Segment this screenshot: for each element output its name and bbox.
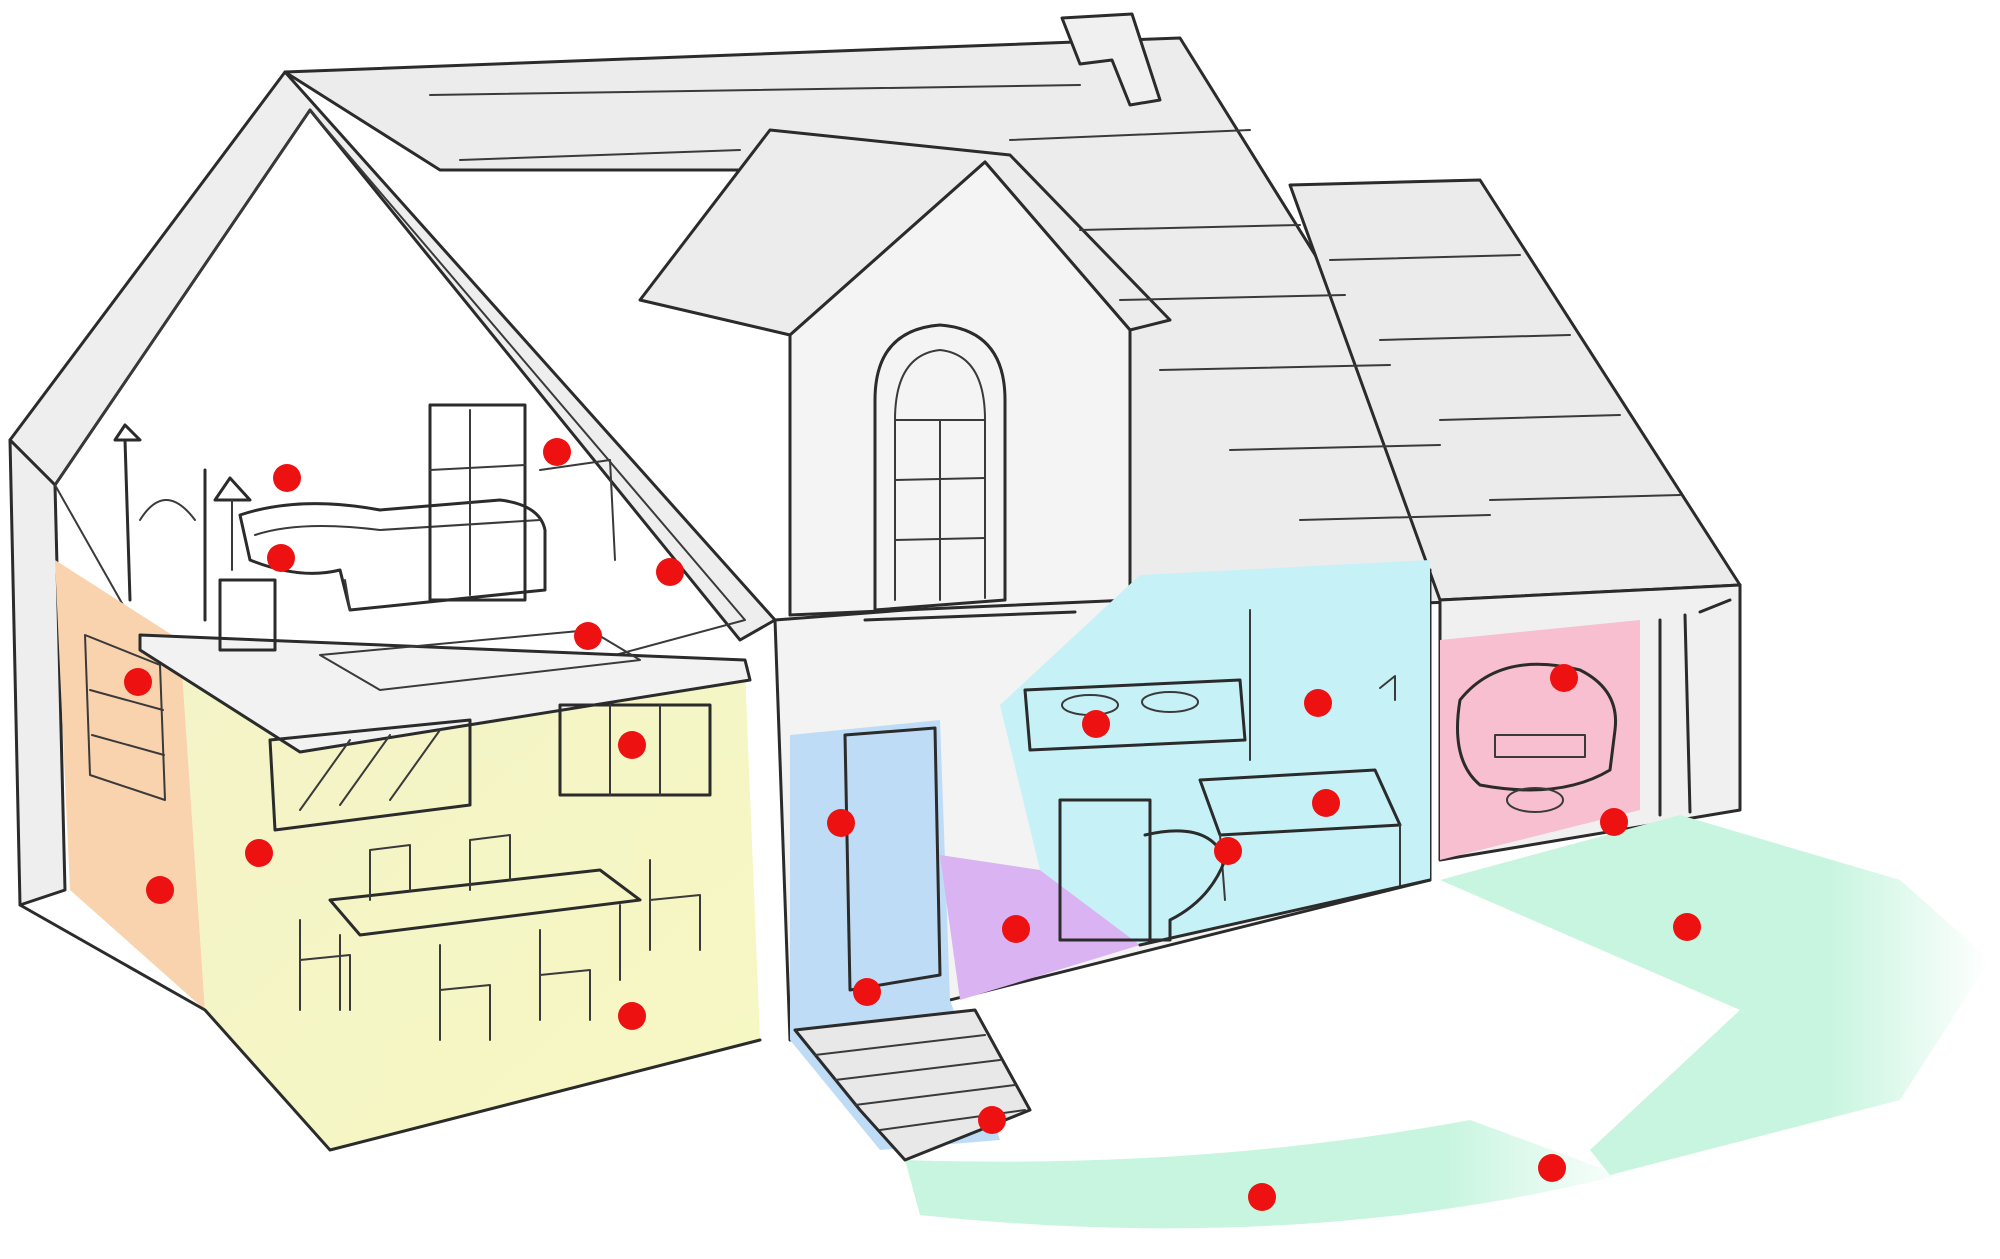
marker-dot-side-room[interactable] bbox=[124, 668, 152, 696]
chimney bbox=[1060, 12, 1162, 107]
marker-dot-dining-room[interactable] bbox=[245, 839, 273, 867]
hallway-region bbox=[940, 855, 1140, 1000]
marker-dot-attic-bedroom[interactable] bbox=[267, 544, 295, 572]
marker-dot-attic-bedroom[interactable] bbox=[543, 438, 571, 466]
marker-dot-walkway[interactable] bbox=[978, 1106, 1006, 1134]
marker-dot-entry[interactable] bbox=[853, 978, 881, 1006]
marker-dot-attic-bedroom[interactable] bbox=[656, 558, 684, 586]
dining-room-region bbox=[180, 640, 760, 1150]
left-end-wall bbox=[8, 438, 67, 907]
garage-region bbox=[1440, 620, 1640, 860]
marker-dot-attic-bedroom[interactable] bbox=[273, 464, 301, 492]
marker-dot-bathroom[interactable] bbox=[1312, 789, 1340, 817]
interior-sketch bbox=[18, 403, 1732, 1162]
marker-dot-garage[interactable] bbox=[1550, 664, 1578, 692]
marker-dot-walkway[interactable] bbox=[1538, 1154, 1566, 1182]
driveway-region bbox=[1440, 815, 1990, 1175]
marker-dot-driveway[interactable] bbox=[1673, 913, 1701, 941]
marker-dot-dining-room[interactable] bbox=[618, 731, 646, 759]
marker-dot-attic-bedroom[interactable] bbox=[574, 622, 602, 650]
dormer-window bbox=[863, 323, 1077, 622]
marker-dot-hallway[interactable] bbox=[1002, 915, 1030, 943]
marker-dot-side-room[interactable] bbox=[146, 876, 174, 904]
marker-dot-bathroom[interactable] bbox=[1082, 710, 1110, 738]
roof-shingles bbox=[429, 84, 1681, 521]
marker-layer bbox=[124, 438, 1701, 1211]
marker-dot-garage[interactable] bbox=[1600, 808, 1628, 836]
marker-dot-dining-room[interactable] bbox=[618, 1002, 646, 1030]
marker-dot-walkway[interactable] bbox=[1248, 1183, 1276, 1211]
marker-dot-bathroom[interactable] bbox=[1304, 689, 1332, 717]
walkway-region bbox=[905, 1120, 1620, 1229]
marker-dot-entry[interactable] bbox=[827, 809, 855, 837]
bathroom-region bbox=[1000, 560, 1430, 945]
marker-dot-bathroom[interactable] bbox=[1214, 837, 1242, 865]
side-room-region bbox=[55, 560, 205, 1010]
